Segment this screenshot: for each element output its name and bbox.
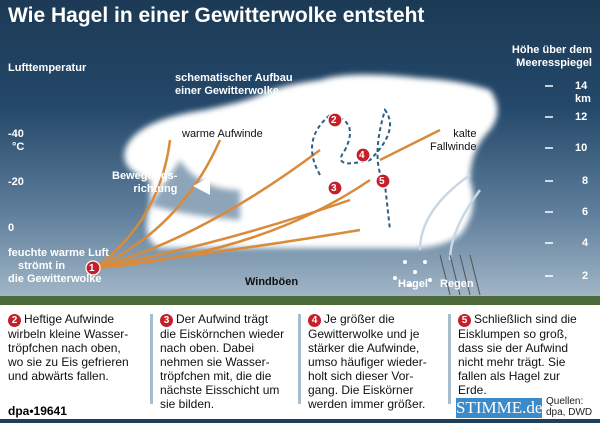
bottom-bar [0,419,600,423]
height-unit: km [575,93,591,105]
cloud-notch [150,160,240,220]
hail-path [311,107,391,231]
tick-marks [545,85,553,277]
updraft-arrows [94,128,441,270]
divider [448,314,451,404]
credit: dpa•19641 [8,404,67,418]
rain-lines [439,254,481,296]
hail-dots [393,260,432,287]
gusts-label: Windböen [245,276,299,288]
height-tick: 6 [582,206,589,218]
watermark-logo: STIMME.de [456,398,542,418]
height-tick: 12 [575,111,588,123]
height-tick: 10 [575,142,588,154]
rain-label: Regen [440,278,474,290]
warm-updrafts-label: warme Aufwinde [182,128,263,140]
downdraft-arrows [418,173,482,261]
marker-2: 2 [331,115,337,126]
sources: Quellen: dpa, DWD [546,396,593,418]
marker-1: 1 [89,263,95,274]
temp-tick: 0 [8,222,15,234]
direction-arrow-icon [193,177,210,195]
marker-3: 3 [331,183,337,194]
page-title: Wie Hagel in einer Gewitterwolke entsteh… [8,4,425,27]
temp-tick: -40 [8,128,24,140]
thunderstorm-diagram [0,74,600,305]
temp-tick: -20 [8,176,24,188]
left-axis-label: Lufttemperatur [8,62,87,74]
marker-4: 4 [359,150,365,161]
height-tick: 14 [575,80,588,92]
divider [150,314,153,404]
marker-5: 5 [379,176,385,187]
hail-label: Hagel [398,278,428,290]
step-markers [85,112,391,276]
ground [0,296,600,305]
height-tick: 4 [582,237,589,249]
height-tick: 2 [582,270,589,282]
direction-label: Bewegungs-richtung [112,170,178,195]
divider [298,314,301,404]
temp-unit: °C [12,141,25,153]
height-tick: 8 [582,175,589,187]
